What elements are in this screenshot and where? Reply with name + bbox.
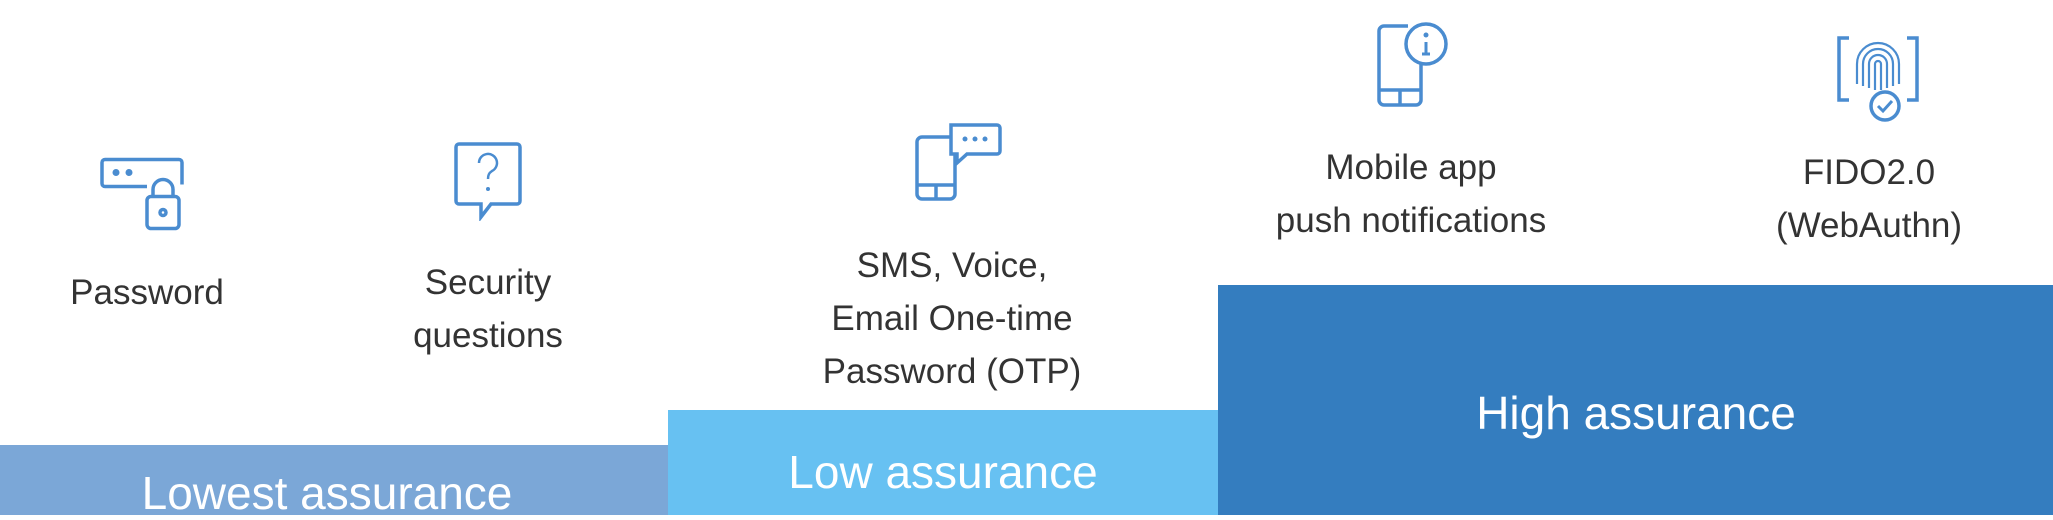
method-otp: SMS, Voice, Email One-time Password (OTP… (822, 246, 1082, 391)
method-security-questions: Security questions (413, 263, 563, 355)
phone-notification-icon (1374, 20, 1454, 110)
password-lock-icon (99, 157, 189, 232)
tier-label: High assurance (1476, 387, 1796, 439)
tier-high-assurance: High assurance (1218, 285, 2053, 515)
tier-label: Lowest assurance (141, 467, 513, 519)
fingerprint-icon (1833, 34, 1923, 124)
method-fido2: FIDO2.0 (WebAuthn) (1775, 153, 1963, 245)
method-password: Password (70, 273, 224, 312)
method-mobile-push: Mobile app push notifications (1275, 148, 1547, 240)
question-bubble-icon (453, 141, 523, 221)
phone-message-icon (913, 121, 1003, 203)
tier-lowest-assurance: Lowest assurance (0, 445, 668, 519)
tier-low-assurance: Low assurance (668, 410, 1218, 515)
tier-label: Low assurance (788, 446, 1098, 498)
